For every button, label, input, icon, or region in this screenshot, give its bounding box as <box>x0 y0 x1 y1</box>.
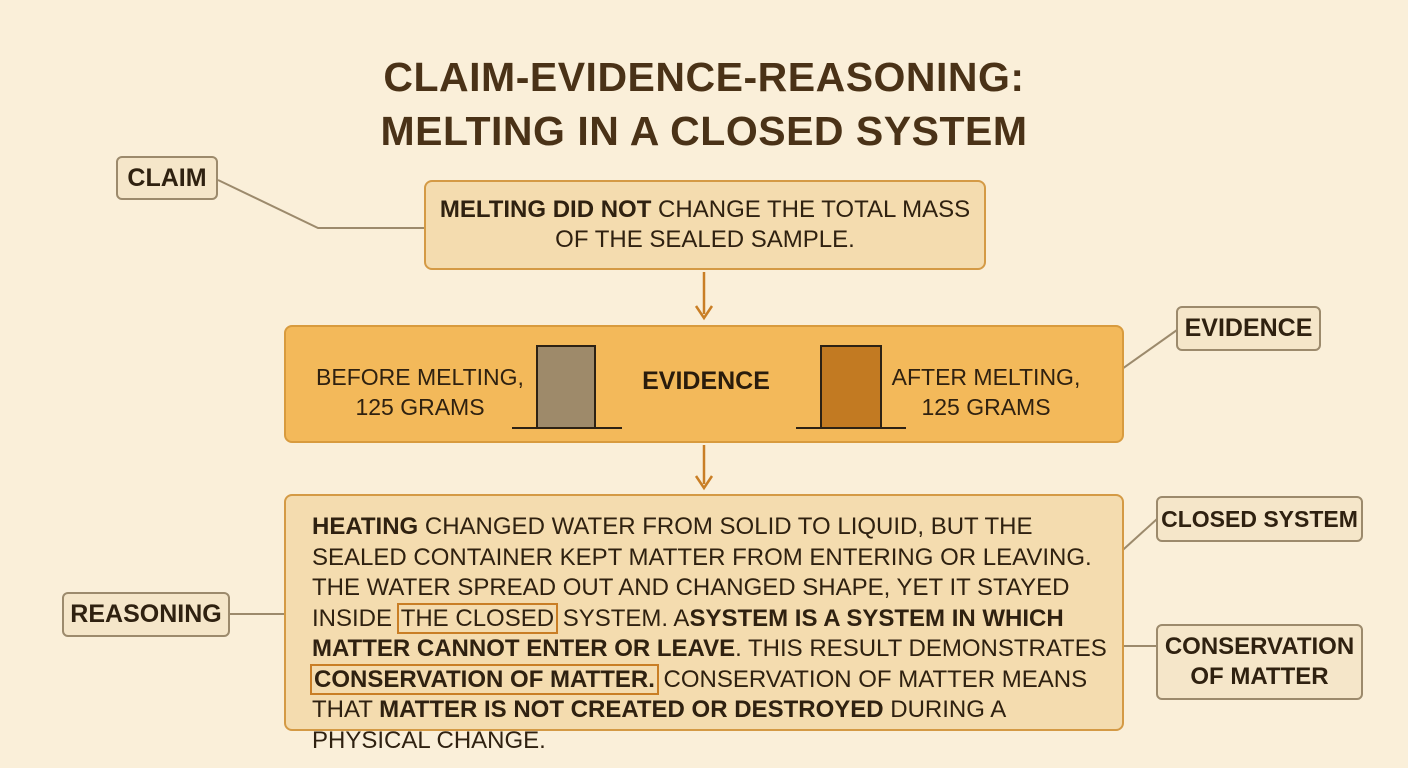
title-line-1: CLAIM-EVIDENCE-REASONING: <box>383 54 1025 100</box>
after-melting-line-2: 125 GRAMS <box>921 394 1051 420</box>
conservation-highlight: CONSERVATION OF MATTER. <box>310 663 659 695</box>
closed-system-tag: CLOSED SYSTEM <box>1156 496 1363 542</box>
reasoning-bold-heating: HEATING <box>312 513 419 540</box>
claim-tag-label: CLAIM <box>127 163 207 192</box>
solid-sample-base <box>512 427 622 429</box>
evidence-tag-label: EVIDENCE <box>1184 314 1313 342</box>
liquid-sample-base <box>796 427 906 429</box>
reasoning-text-part-2: SYSTEM. A <box>556 604 690 632</box>
reasoning-bold-definition: SYSTEM IS A SYSTEM IN WHICH MATTER CANNO… <box>312 604 1064 663</box>
before-melting-line-1: BEFORE MELTING, <box>316 364 524 390</box>
claim-leader-line <box>217 179 426 229</box>
before-melting-line-2: 125 GRAMS <box>355 394 485 420</box>
closed-system-highlight: THE CLOSED <box>396 602 559 634</box>
reasoning-tag-label: REASONING <box>70 600 222 628</box>
claim-box: MELTING DID NOT CHANGE THE TOTAL MASS OF… <box>424 180 986 270</box>
page-title: CLAIM-EVIDENCE-REASONING: MELTING IN A C… <box>0 50 1408 158</box>
claim-text-line-2: OF THE SEALED SAMPLE. <box>555 226 855 253</box>
reasoning-text-part-4: CONSERVATION OF MATTER MEANS THAT <box>312 665 1088 724</box>
arrow-claim-to-evidence <box>694 272 714 321</box>
closed-system-tag-label: CLOSED SYSTEM <box>1161 505 1358 532</box>
before-melting-text: BEFORE MELTING, 125 GRAMS <box>310 362 530 422</box>
title-line-2: MELTING IN A CLOSED SYSTEM <box>380 108 1028 154</box>
conservation-tag: CONSERVATION OF MATTER <box>1156 624 1363 700</box>
evidence-box: BEFORE MELTING, 125 GRAMS EVIDENCE AFTER… <box>284 325 1124 443</box>
evidence-tag: EVIDENCE <box>1176 306 1321 351</box>
conservation-tag-line-2: OF MATTER <box>1190 663 1329 690</box>
reasoning-text-part-1: CHANGED WATER FROM SOLID TO LIQUID, BUT … <box>312 513 1092 632</box>
arrow-evidence-to-reasoning <box>694 445 714 491</box>
conservation-tag-line-1: CONSERVATION <box>1164 633 1355 660</box>
liquid-sample-block <box>820 345 882 429</box>
claim-bold-text: MELTING DID NOT <box>439 196 652 223</box>
claim-text-line-1: CHANGE THE TOTAL MASS <box>651 196 971 223</box>
reasoning-text-part-5: DURING A PHYSICAL CHANGE. <box>312 696 1005 754</box>
reasoning-tag: REASONING <box>62 592 230 637</box>
after-melting-line-1: AFTER MELTING, <box>891 364 1081 390</box>
evidence-center-label: EVIDENCE <box>642 367 770 395</box>
claim-tag: CLAIM <box>116 156 218 200</box>
reasoning-box: HEATING CHANGED WATER FROM SOLID TO LIQU… <box>284 494 1124 754</box>
reasoning-bold-conclusion: MATTER IS NOT CREATED OR DESTROYED <box>379 696 884 723</box>
after-melting-text: AFTER MELTING, 125 GRAMS <box>886 362 1086 422</box>
reasoning-text-part-3: . THIS RESULT DEMONSTRATES <box>735 635 1107 662</box>
reasoning-text: HEATING CHANGED WATER FROM SOLID TO LIQU… <box>310 512 1112 756</box>
